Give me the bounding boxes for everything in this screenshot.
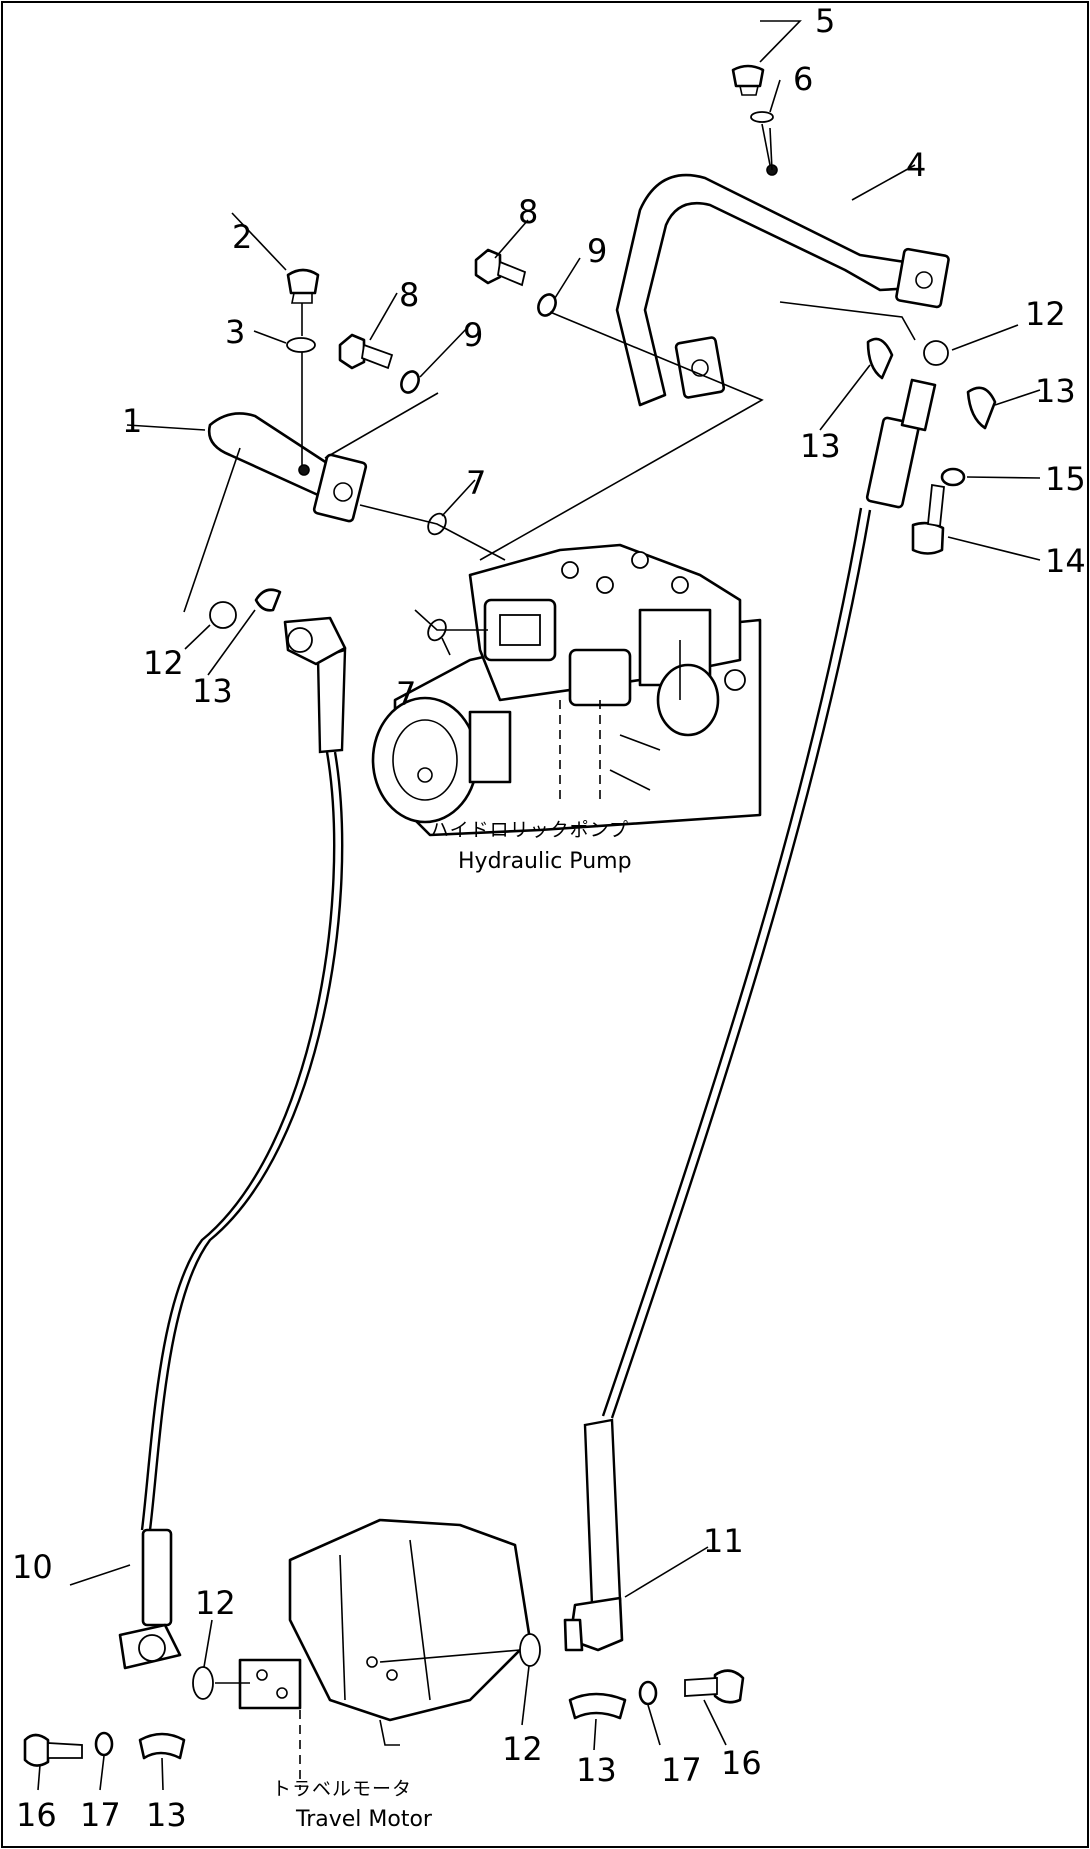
callout-7b: 7 xyxy=(396,675,416,713)
o-ring-part-12a xyxy=(209,601,237,629)
callout-2: 2 xyxy=(232,218,252,256)
hose-part-11 xyxy=(563,378,937,1652)
tube-part-1 xyxy=(207,412,368,523)
hydraulic-pump: ハイドロリックポンプ Hydraulic Pump xyxy=(371,543,762,874)
callout-9b: 9 xyxy=(587,232,607,270)
plug-part-2 xyxy=(286,268,320,304)
hose-part-10 xyxy=(118,616,347,1670)
travel-motor-label-en: Travel Motor xyxy=(295,1807,433,1832)
washer-part-15 xyxy=(940,467,966,487)
callout-11: 11 xyxy=(703,1522,744,1560)
o-ring-part-12d xyxy=(519,1633,541,1667)
callout-13b: 13 xyxy=(800,427,841,465)
bolt-part-8b xyxy=(474,248,527,287)
washer-part-9b xyxy=(537,293,557,317)
travel-motor-label-jp: トラベルモータ xyxy=(272,1778,412,1800)
callout-13e: 13 xyxy=(576,1751,617,1789)
washer-part-17b xyxy=(638,1680,658,1706)
callout-1: 1 xyxy=(122,402,142,440)
washer-part-17a xyxy=(94,1731,114,1757)
bolt-part-16b xyxy=(684,1669,745,1704)
callout-13d: 13 xyxy=(146,1796,187,1834)
washer-part-9a xyxy=(400,370,420,394)
clamp-part-13c xyxy=(966,386,997,430)
bolt-part-14 xyxy=(911,483,945,555)
leader-lines xyxy=(37,20,1041,1791)
callout-12b: 12 xyxy=(1025,295,1066,333)
callout-4: 4 xyxy=(906,146,926,184)
callout-10: 10 xyxy=(12,1548,53,1586)
pipe-part-4 xyxy=(615,164,950,407)
plug-part-5 xyxy=(731,64,765,96)
callout-numbers: 2 3 1 5 6 4 8 9 8 9 7 7 12 13 15 14 13 1… xyxy=(12,2,1086,1834)
callout-12a: 12 xyxy=(143,644,184,682)
callout-6: 6 xyxy=(793,60,813,98)
bolt-part-16a xyxy=(23,1733,83,1767)
clamp-part-13a xyxy=(254,588,282,612)
callout-3: 3 xyxy=(225,313,245,351)
o-ring-part-6 xyxy=(750,111,774,123)
callout-14: 14 xyxy=(1045,542,1086,580)
callout-12d: 12 xyxy=(502,1730,543,1768)
clamp-part-13b xyxy=(866,337,894,380)
hydraulic-pump-label-en: Hydraulic Pump xyxy=(458,849,632,874)
callout-13a: 13 xyxy=(192,672,233,710)
callout-8b: 8 xyxy=(518,193,538,231)
callout-15: 15 xyxy=(1045,460,1086,498)
callout-9a: 9 xyxy=(463,316,483,354)
callout-8a: 8 xyxy=(399,276,419,314)
hydraulic-pump-label-jp: ハイドロリックポンプ xyxy=(430,819,629,841)
o-ring-part-12b xyxy=(923,340,949,366)
o-ring-part-12c xyxy=(192,1666,214,1700)
callout-17b: 17 xyxy=(661,1751,702,1789)
travel-motor: トラベルモータ Travel Motor xyxy=(238,1518,532,1832)
callout-16b: 16 xyxy=(721,1744,762,1782)
callout-16a: 16 xyxy=(16,1796,57,1834)
callout-5: 5 xyxy=(815,2,835,40)
callout-7a: 7 xyxy=(466,464,486,502)
callout-17a: 17 xyxy=(80,1796,121,1834)
clamp-part-13d xyxy=(138,1732,186,1760)
callout-13c: 13 xyxy=(1035,372,1076,410)
o-ring-part-3 xyxy=(286,337,316,353)
callout-12c: 12 xyxy=(195,1584,236,1622)
bolt-part-8a xyxy=(338,333,394,370)
clamp-part-13e xyxy=(568,1692,627,1720)
